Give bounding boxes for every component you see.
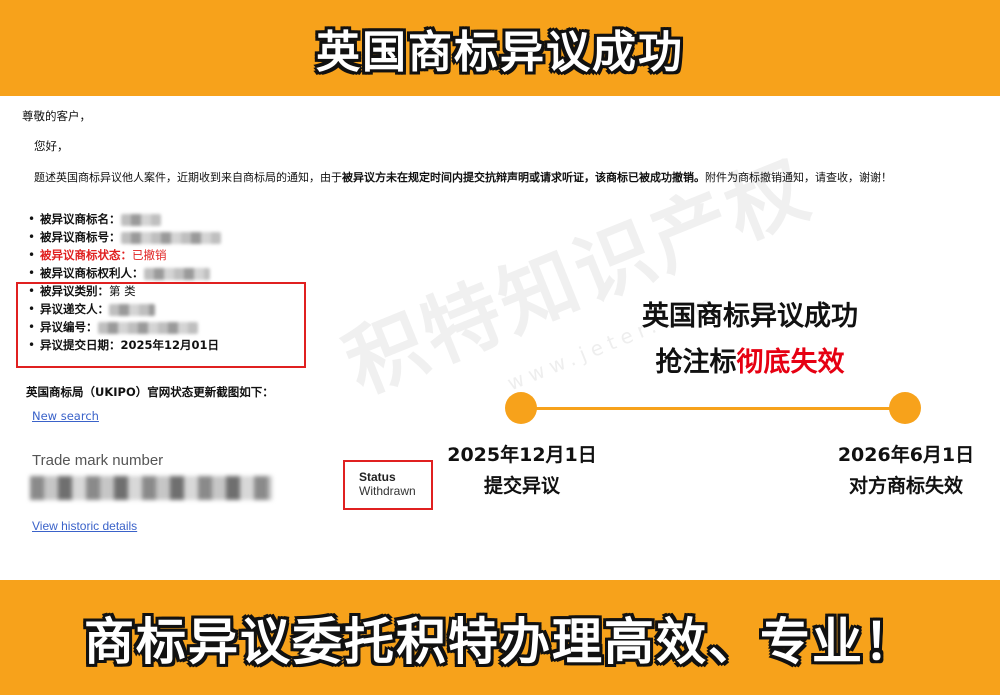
panel-headline: 英国商标异议成功 [642,301,858,332]
field-opponent: 异议递交人： [28,300,221,318]
email-intro: 题述英国商标异议他人案件，近期收到来自商标局的通知，由于被异议方未在规定时间内提… [34,170,892,185]
field-class: 被异议类别：第 类 [28,282,221,300]
field-mark-number: 被异议商标号： [28,228,221,246]
bottom-banner-title: 商标异议委托积特办理高效、专业！ [84,612,916,671]
field-value: 已撤销 [132,248,167,262]
status-value: Withdrawn [359,484,416,498]
timeline-line [521,407,905,410]
field-label: 异议递交人： [40,302,109,316]
timeline-end-date: 2026年6月1日 [837,444,975,466]
timeline-start-date: 2025年12月1日 [447,444,597,466]
intro-suffix: 附件为商标撤销通知，请查收，谢谢！ [705,171,892,184]
field-mark-owner: 被异议商标权利人： [28,264,221,282]
top-banner-title: 英国商标异议成功 [316,27,684,78]
email-hello: 您好， [34,139,69,153]
field-label: 被异议商标名： [40,212,121,226]
field-label: 被异议类别： [40,284,109,298]
panel-subheadline: 抢注标彻底失效 [540,340,960,379]
field-label: 被异议商标号： [40,230,121,244]
status-box: Status Withdrawn [343,460,433,510]
subheadline-prefix: 抢注标 [655,347,737,378]
status-label: Status [359,470,396,484]
highlight-box-opposition-details [16,282,306,368]
field-value: 第 类 [109,284,136,298]
subheadline-emphasis: 彻底失效 [736,347,845,378]
field-mark-name: 被异议商标名： [28,210,221,228]
field-label: 异议提交日期： [40,338,121,352]
field-label: 异议编号： [40,320,98,334]
redacted-value [143,267,210,280]
field-filing-date: 异议提交日期：2025年12月01日 [28,336,221,354]
field-label: 被异议商标状态： [40,248,132,262]
timeline-start-desc: 提交异议 [483,475,560,497]
redacted-value [97,321,198,334]
field-mark-status: 被异议商标状态：已撤销 [28,246,221,264]
view-historic-details-link[interactable]: View historic details [32,519,138,533]
trade-mark-number-label: Trade mark number [32,452,164,469]
ukipo-note: 英国商标局（UKIPO）官网状态更新截图如下： [26,385,274,399]
new-search-link[interactable]: New search [32,409,99,423]
redacted-value [120,231,221,244]
timeline-dot-start [505,392,537,424]
bottom-banner: 商标异议委托积特办理高效、专业！ [0,580,1000,695]
top-banner: 英国商标异议成功 [0,0,1000,96]
field-opposition-number: 异议编号： [28,318,221,336]
redacted-value [109,303,155,316]
field-value: 2025年12月01日 [120,338,220,352]
email-greeting: 尊敬的客户， [22,109,91,123]
field-label: 被异议商标权利人： [40,266,144,280]
intro-bold: 被异议方未在规定时间内提交抗辩声明或请求听证，该商标已被成功撤销。 [342,171,705,184]
redacted-value [120,213,161,226]
redacted-trade-mark-number [30,476,272,500]
case-fields-list: 被异议商标名： 被异议商标号： 被异议商标状态：已撤销 被异议商标权利人： 被异… [28,210,221,354]
timeline-dot-end [889,392,921,424]
timeline-end-desc: 对方商标失效 [848,475,963,497]
intro-prefix: 题述英国商标异议他人案件，近期收到来自商标局的通知，由于 [34,171,342,184]
